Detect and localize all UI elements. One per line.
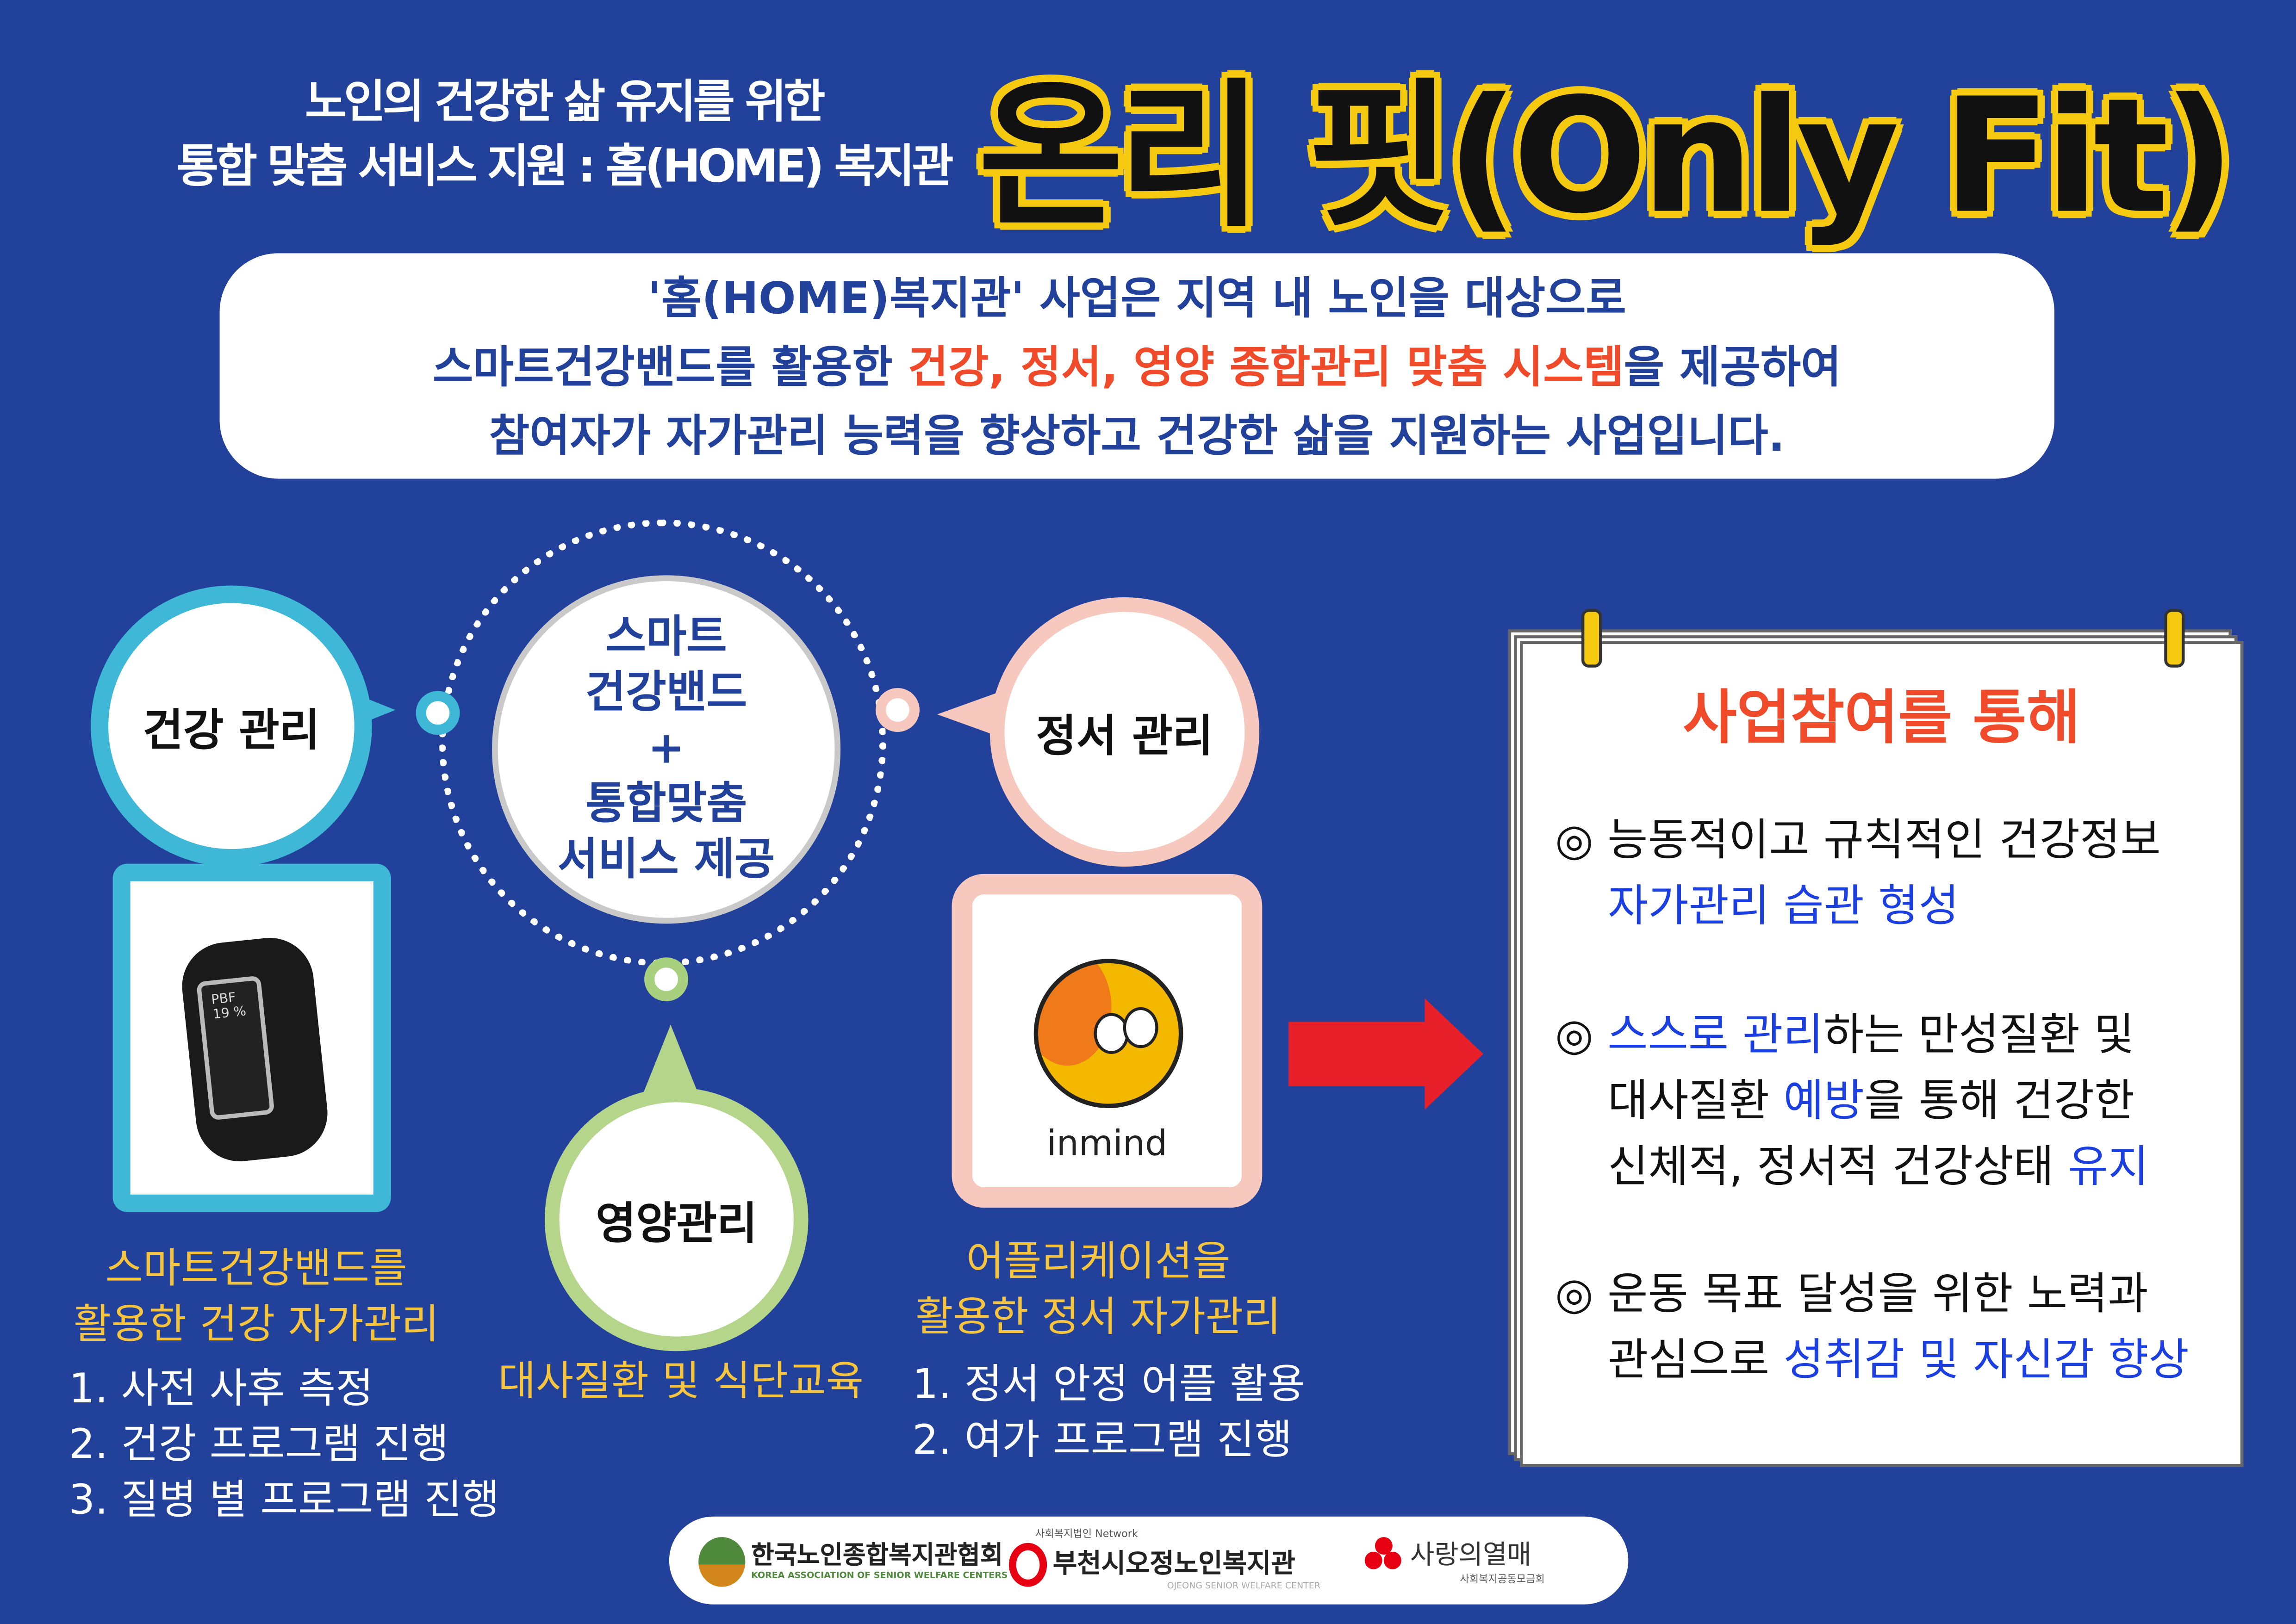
- result-point-1: ◎ 능동적이고 규칙적인 건강정보 자가관리 습관 형성: [1555, 808, 2161, 940]
- bullet-icon: ◎: [1555, 1269, 1593, 1320]
- intro-text: 스마트건강밴드를 활용한: [432, 342, 908, 394]
- result-text: 을 통해 건강한: [1864, 1076, 2135, 1128]
- arrow-right-icon: [1288, 998, 1486, 1110]
- result-text: 하는 만성질환 및: [1823, 1010, 2134, 1061]
- center-text: 건강밴드: [585, 667, 747, 719]
- inmind-logo-icon: [1033, 959, 1183, 1109]
- emotion-connector-dot: [876, 688, 920, 732]
- list-item: 3. 질병 별 프로그램 진행: [68, 1475, 500, 1524]
- intro-line-1: '홈(HOME)복지관' 사업은 지역 내 노인을 대상으로: [647, 273, 1626, 325]
- logo-senior-association: 한국노인종합복지관협회: [751, 1541, 1003, 1571]
- emotion-circle: 정서 관리: [989, 597, 1259, 867]
- logo-senior-association-en: KOREA ASSOCIATION OF SENIOR WELFARE CENT…: [751, 1570, 1008, 1581]
- health-label: 건강 관리: [143, 705, 320, 757]
- result-point-2: ◎ 스스로 관리하는 만성질환 및 대사질환 예방을 통해 건강한 신체적, 정…: [1555, 1003, 2149, 1200]
- bullet-icon: ◎: [1555, 815, 1593, 867]
- result-highlight: 성취감 및 자신감 향상: [1783, 1335, 2189, 1387]
- intro-highlight: 건강, 정서, 영양 종합관리 맞춤 시스템: [908, 342, 1624, 394]
- ojeong-logo-icon: [1008, 1543, 1047, 1587]
- subtitle-line-1: 노인의 건강한 삶 유지를 위한: [305, 76, 826, 129]
- list-item: 2. 건강 프로그램 진행: [68, 1419, 449, 1469]
- intro-text: 을 제공하여: [1624, 342, 1842, 394]
- band-caption-line: 활용한 건강 자가관리: [73, 1300, 439, 1348]
- logo-ojeong: 부천시오정노인복지관: [1052, 1549, 1295, 1580]
- health-circle: 건강 관리: [91, 585, 372, 867]
- subtitle-line-2: 통합 맞춤 서비스 지원 : 홈(HOME) 복지관: [176, 140, 954, 193]
- list-item: 2. 여가 프로그램 진행: [912, 1415, 1293, 1464]
- app-caption-line: 어플리케이션을: [966, 1237, 1231, 1285]
- intro-box: '홈(HOME)복지관' 사업은 지역 내 노인을 대상으로 스마트건강밴드를 …: [219, 253, 2054, 479]
- pin-icon: [2164, 609, 2185, 668]
- app-caption-line: 활용한 정서 자가관리: [915, 1292, 1281, 1341]
- nutrition-label: 영양관리: [596, 1199, 758, 1250]
- result-highlight: 스스로 관리: [1607, 1010, 1823, 1061]
- result-text: 관심으로: [1607, 1335, 1784, 1387]
- logo-love-fruit: 사랑의열매: [1410, 1540, 1531, 1571]
- intro-line-3: 참여자가 자가관리 능력을 향상하고 건강한 삶을 지원하는 사업입니다.: [489, 411, 1785, 463]
- band-screen: PBF 19 %: [196, 975, 275, 1121]
- nutrition-pointer: [641, 1024, 700, 1098]
- nutrition-connector-dot: [644, 957, 689, 1002]
- pin-icon: [1581, 609, 1602, 668]
- smart-band-image: PBF 19 %: [178, 933, 332, 1166]
- center-text: 스마트: [605, 612, 727, 663]
- list-item: 1. 사전 사후 측정: [68, 1364, 373, 1413]
- nutrition-caption: 대사질환 및 식단교육: [498, 1357, 864, 1406]
- result-highlight: 예방: [1783, 1076, 1865, 1128]
- app-image-frame: inmind: [952, 874, 1263, 1208]
- result-title: 사업참여를 통해: [1683, 685, 2081, 753]
- bullet-icon: ◎: [1555, 1010, 1593, 1061]
- logo-ojeong-small: 사회복지법인 Network: [1035, 1528, 1138, 1540]
- band-list: 1. 사전 사후 측정 2. 건강 프로그램 진행 3. 질병 별 프로그램 진…: [69, 1361, 500, 1528]
- band-caption-line: 스마트건강밴드를: [105, 1244, 407, 1293]
- band-image-frame: PBF 19 %: [112, 863, 391, 1212]
- emotion-label: 정서 관리: [1036, 711, 1213, 763]
- result-text: 운동 목표 달성을 위한 노력과: [1607, 1269, 2148, 1320]
- center-text: 통합맞춤: [585, 779, 747, 830]
- health-connector-dot: [416, 691, 460, 735]
- result-text: 능동적이고 규칙적인 건강정보: [1607, 815, 2161, 867]
- result-paper: 사업참여를 통해 ◎ 능동적이고 규칙적인 건강정보 자가관리 습관 형성 ◎ …: [1520, 609, 2244, 1467]
- center-text: +: [647, 723, 685, 775]
- logo-ojeong-en: OJEONG SENIOR WELFARE CENTER: [1167, 1581, 1321, 1592]
- intro-line-2: 스마트건강밴드를 활용한 건강, 정서, 영양 종합관리 맞춤 시스템을 제공하…: [220, 334, 2054, 403]
- footer-logos: 한국노인종합복지관협회 KOREA ASSOCIATION OF SENIOR …: [669, 1516, 1629, 1605]
- main-title: 온리 핏(Only Fit): [978, 66, 2235, 249]
- center-circle: 스마트 건강밴드 + 통합맞춤 서비스 제공: [492, 575, 841, 924]
- logo-love-fruit-sub: 사회복지공동모금회: [1460, 1574, 1545, 1586]
- app-list: 1. 정서 안정 어플 활용 2. 여가 프로그램 진행: [912, 1357, 1305, 1468]
- app-name: inmind: [1046, 1122, 1168, 1164]
- love-fruit-logo-icon: [1364, 1537, 1403, 1581]
- result-text: 신체적, 정서적 건강상태: [1607, 1141, 2068, 1193]
- result-point-3: ◎ 운동 목표 달성을 위한 노력과 관심으로 성취감 및 자신감 향상: [1555, 1262, 2189, 1394]
- result-highlight: 자가관리 습관 형성: [1607, 881, 1959, 933]
- nutrition-circle: 영양관리: [544, 1087, 809, 1351]
- result-text: 대사질환: [1607, 1076, 1784, 1128]
- senior-association-logo-icon: [698, 1537, 746, 1587]
- list-item: 1. 정서 안정 어플 활용: [912, 1360, 1306, 1408]
- result-highlight: 유지: [2067, 1141, 2149, 1193]
- center-text: 서비스 제공: [557, 834, 775, 886]
